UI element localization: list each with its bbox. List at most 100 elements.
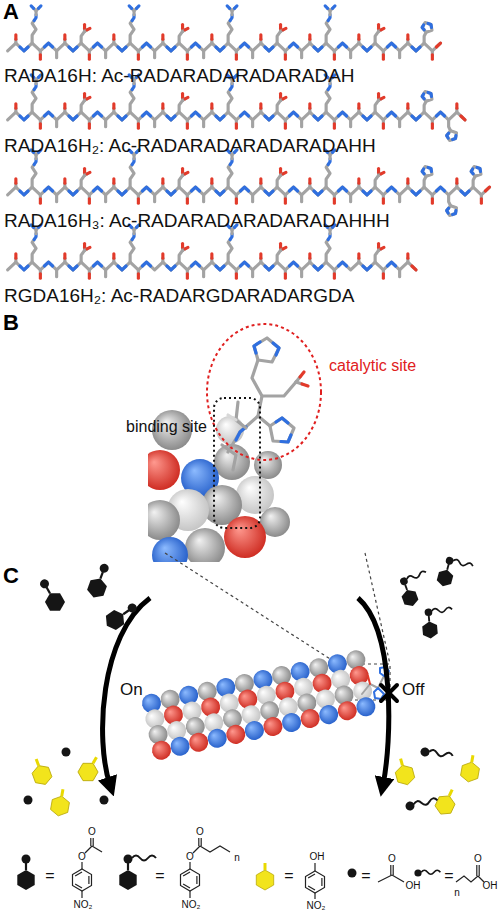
legend-icons-part: [17, 855, 34, 891]
chemical-structure-part: [393, 865, 394, 875]
site-label: catalytic site: [329, 358, 416, 374]
legend-icons-part: [119, 855, 156, 891]
atom-label: OH: [406, 881, 421, 891]
legend-icons-part: [348, 869, 357, 878]
atom-label: n: [454, 888, 460, 898]
chemical-structure-part: [201, 838, 202, 846]
blocked-mark-part: [381, 685, 397, 701]
molecule-icons-part: [420, 747, 454, 762]
stick-model-part: [254, 342, 260, 353]
atom-label: OH: [483, 881, 498, 891]
peptide-chain-part: [485, 187, 489, 191]
fiber-stick-tail-part: [368, 676, 370, 684]
molecule-icons-part: [421, 606, 455, 639]
peptide-chain-part: [447, 195, 457, 216]
equals-sign: =: [155, 868, 164, 884]
peptide-chain-part: [8, 104, 20, 120]
peptide-chain-part: [412, 43, 441, 59]
peptide-chain-part: [118, 225, 220, 278]
peptide-label: RGDA16H₂: Ac-RADARGDARADARGDA: [4, 286, 355, 305]
catalytic-site-outline: catalytic site: [205, 322, 323, 462]
chemical-structure-part: [306, 871, 325, 893]
molecule-icons-part: [62, 748, 71, 757]
chemical-structure-part: [198, 838, 199, 846]
space-filling-model-part: [152, 537, 188, 562]
peptide-chain-part: [422, 23, 432, 44]
reaction-arrow: [103, 598, 389, 785]
molecule-icons-part: [460, 754, 482, 784]
peptide-chain-part: [8, 179, 20, 195]
peptide-chain-part: [314, 6, 416, 59]
stick-model-part: [228, 415, 236, 420]
peptide-chain-part: [412, 266, 416, 270]
space-filling-model-part: [254, 451, 282, 479]
molecule-icons-part: [50, 788, 72, 818]
peptide-chain-part: [20, 6, 122, 59]
molecule-icons-part: [75, 753, 104, 785]
atom-label: O: [388, 854, 396, 864]
nanofiber-part: [345, 649, 378, 718]
chemical-structure-part: [92, 846, 102, 852]
catalytic-site-outline-line: [207, 324, 321, 460]
peptide-chain-part: [8, 254, 20, 270]
chemical-structure: [73, 838, 485, 899]
atom-label: n: [234, 853, 240, 863]
peptide-chain-part: [118, 6, 220, 59]
peptide-chain-part: [20, 150, 122, 203]
chemical-structure-part: [81, 862, 82, 869]
chemical-structure-part: [181, 869, 200, 891]
peptide-label: RADA16H: Ac-RADARADARADARADAH: [4, 66, 355, 85]
legend-icons-part: [414, 869, 440, 876]
space-filling-model-part: [185, 528, 225, 562]
chemical-structure-part: [479, 865, 480, 876]
stick-model-part: [302, 384, 308, 386]
stick-model-part: [254, 338, 279, 362]
chemical-structure-part: [200, 846, 230, 852]
peptide-chain-part: [436, 43, 440, 47]
reaction-arrow-part: [358, 598, 389, 785]
peptide-chain-part: [461, 187, 490, 203]
chemical-structure-part: [314, 893, 315, 899]
molecule-icons-part: [100, 796, 109, 805]
panel-letter: B: [3, 312, 19, 334]
atom-label: O: [78, 852, 86, 862]
molecule-icons-part: [405, 797, 439, 812]
chemical-structure-part: [81, 891, 82, 898]
peptide-chain-part: [422, 167, 432, 188]
peptide-chain-part: [422, 92, 432, 113]
stick-model-part: [281, 435, 291, 442]
molecule-icons-part: [433, 786, 460, 818]
nanofiber: [140, 649, 377, 762]
peptide-chain: [8, 225, 416, 278]
space-filling-model-part: [148, 450, 180, 490]
molecule-icons-part: [396, 569, 436, 608]
peptide-chain-part: [20, 225, 122, 278]
binding-site-outline-shape: [213, 397, 261, 529]
peptide-chain: [8, 150, 490, 216]
stick-model-part: [270, 418, 294, 442]
peptide-chain-part: [216, 150, 318, 203]
peptide-chain-part: [118, 150, 220, 203]
chemical-structure-part: [456, 876, 478, 882]
binding-site-outline: binding site: [213, 397, 261, 529]
atom-label: O: [474, 854, 482, 864]
peptide-chain-part: [461, 116, 465, 120]
chemical-structure-part: [93, 838, 94, 846]
peptide-chain-part: [436, 104, 465, 120]
chemical-structure-part: [378, 875, 392, 882]
equals-sign: =: [444, 868, 453, 884]
peptide-chain-part: [471, 167, 481, 188]
chemical-structure-part: [189, 862, 190, 869]
molecule-icons: [24, 555, 482, 818]
stick-model-part: [262, 382, 296, 396]
arrow-label: Off: [402, 681, 424, 698]
atom-label: O: [88, 827, 96, 837]
stick-model-part: [228, 360, 262, 452]
chemical-structure-part: [73, 869, 92, 891]
atom-label: NO₂: [74, 900, 93, 910]
peptide-chain-part: [314, 150, 416, 203]
molecule-icons-part: [436, 555, 474, 592]
chemical-structure-part: [90, 838, 91, 846]
stick-model-part: [273, 343, 279, 355]
